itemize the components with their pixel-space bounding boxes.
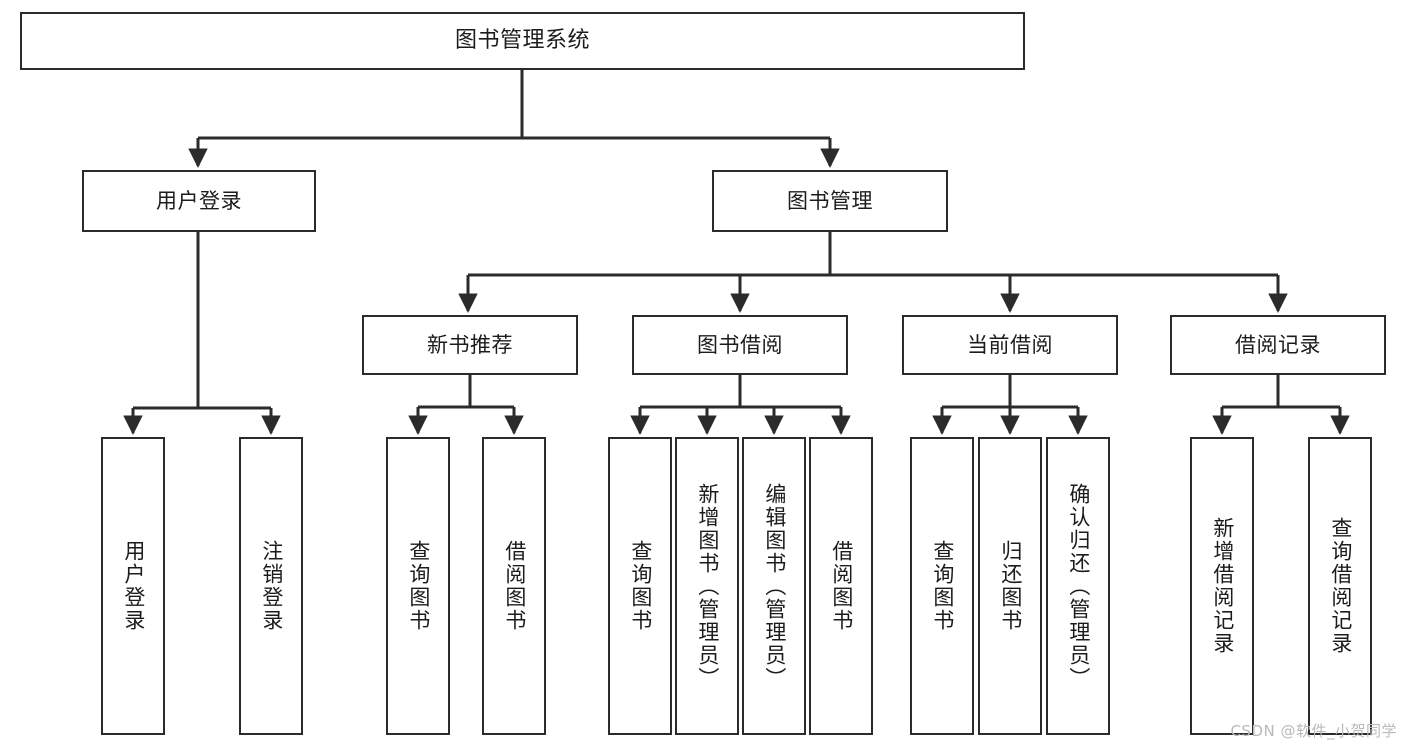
leaf-newbook-borrow-book-label: 借阅图书 [502, 540, 527, 632]
node-new-book-recommend[interactable]: 新书推荐 [362, 315, 578, 375]
node-borrow-record[interactable]: 借阅记录 [1170, 315, 1386, 375]
leaf-borrow-query-book[interactable]: 查询图书 [608, 437, 672, 735]
node-book-management-label: 图书管理 [787, 188, 873, 213]
node-current-borrow[interactable]: 当前借阅 [902, 315, 1118, 375]
leaf-record-query-record-label: 查询借阅记录 [1328, 517, 1353, 655]
leaf-record-add-record[interactable]: 新增借阅记录 [1190, 437, 1254, 735]
node-current-borrow-label: 当前借阅 [967, 332, 1053, 357]
leaf-record-query-record[interactable]: 查询借阅记录 [1308, 437, 1372, 735]
leaf-current-confirm-return-label: 确认归还（管理员） [1066, 482, 1091, 690]
node-borrow-record-label: 借阅记录 [1235, 332, 1321, 357]
leaf-borrow-edit-book-label: 编辑图书（管理员） [762, 482, 787, 690]
leaf-newbook-borrow-book[interactable]: 借阅图书 [482, 437, 546, 735]
leaf-current-return-book[interactable]: 归还图书 [978, 437, 1042, 735]
node-book-borrow[interactable]: 图书借阅 [632, 315, 848, 375]
leaf-current-query-book[interactable]: 查询图书 [910, 437, 974, 735]
node-book-borrow-label: 图书借阅 [697, 332, 783, 357]
leaf-borrow-borrow-book-label: 借阅图书 [829, 540, 854, 632]
leaf-borrow-borrow-book[interactable]: 借阅图书 [809, 437, 873, 735]
leaf-user-login-label: 用户登录 [121, 540, 146, 632]
leaf-borrow-add-book-label: 新增图书（管理员） [695, 482, 720, 690]
watermark: CSDN @软件_小贺同学 [1230, 722, 1397, 740]
leaf-current-query-book-label: 查询图书 [930, 540, 955, 632]
leaf-logout[interactable]: 注销登录 [239, 437, 303, 735]
leaf-record-add-record-label: 新增借阅记录 [1210, 517, 1235, 655]
node-root[interactable]: 图书管理系统 [20, 12, 1025, 70]
node-user-login-label: 用户登录 [156, 188, 242, 213]
leaf-borrow-edit-book[interactable]: 编辑图书（管理员） [742, 437, 806, 735]
leaf-logout-label: 注销登录 [259, 540, 284, 632]
node-book-management[interactable]: 图书管理 [712, 170, 948, 232]
node-new-book-recommend-label: 新书推荐 [427, 332, 513, 357]
node-root-label: 图书管理系统 [454, 28, 590, 54]
leaf-user-login[interactable]: 用户登录 [101, 437, 165, 735]
node-user-login[interactable]: 用户登录 [82, 170, 316, 232]
leaf-newbook-query-book[interactable]: 查询图书 [386, 437, 450, 735]
leaf-borrow-query-book-label: 查询图书 [628, 540, 653, 632]
leaf-current-return-book-label: 归还图书 [998, 540, 1023, 632]
leaf-current-confirm-return[interactable]: 确认归还（管理员） [1046, 437, 1110, 735]
leaf-borrow-add-book[interactable]: 新增图书（管理员） [675, 437, 739, 735]
leaf-newbook-query-book-label: 查询图书 [406, 540, 431, 632]
